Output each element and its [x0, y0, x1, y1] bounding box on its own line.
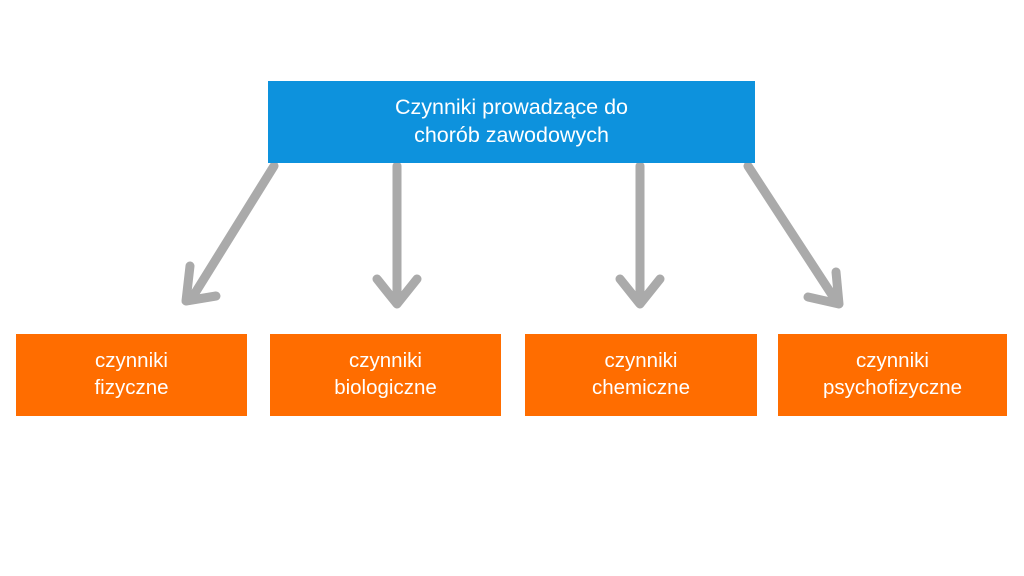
arrow-down-icon: [615, 161, 665, 309]
root-node-label: Czynniki prowadzące do chorób zawodowych: [394, 95, 629, 147]
leaf-node-label: czynniki chemiczne: [592, 349, 690, 399]
leaf-node-label: czynniki biologiczne: [334, 349, 437, 399]
leaf-node-czynniki-chemiczne[interactable]: czynniki chemiczne: [525, 334, 757, 416]
root-node-czynniki-prowadzace-do-chorob-zawodowych[interactable]: Czynniki prowadzące do chorób zawodowych: [268, 81, 755, 163]
leaf-node-czynniki-psychofizyczne[interactable]: czynniki psychofizyczne: [778, 334, 1007, 416]
arrow-down-right-icon: [743, 161, 844, 309]
leaf-node-label: czynniki fizyczne: [94, 349, 169, 399]
leaf-node-label: czynniki psychofizyczne: [822, 349, 962, 399]
leaf-node-czynniki-fizyczne[interactable]: czynniki fizyczne: [16, 334, 247, 416]
arrow-down-left-icon: [181, 161, 279, 306]
leaf-node-czynniki-biologiczne[interactable]: czynniki biologiczne: [270, 334, 501, 416]
arrow-down-icon: [372, 161, 422, 309]
